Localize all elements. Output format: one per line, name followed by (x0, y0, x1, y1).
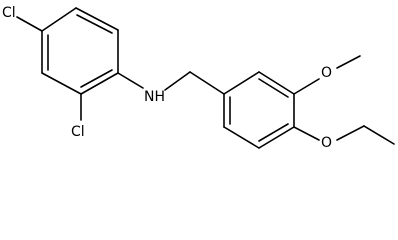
benzyl-linker (164, 71, 225, 95)
ring2-bond-1 (223, 71, 260, 95)
ring1-bond-6 (41, 7, 77, 32)
bond-c-cl-top (16, 16, 43, 32)
bond-o-ch3-methoxy (336, 55, 361, 69)
bond-ch2-ring2 (189, 71, 225, 95)
atom-label-cl-bottom: Cl (71, 124, 85, 140)
bond-nh-ch2 (164, 71, 191, 91)
ring1-bond-3 (80, 72, 119, 95)
ring2-bond-2 (258, 71, 295, 95)
ring1-bond-1 (75, 7, 119, 31)
ring2-inner-double-1 (258, 78, 289, 98)
ring1-bond-4 (41, 72, 82, 95)
ring1-substituent-bonds (16, 16, 144, 121)
alkoxy-bonds (293, 55, 395, 145)
bond-c-nh (117, 72, 144, 89)
ring2-bond-5 (223, 126, 260, 149)
bond-ring-o-methoxy (293, 78, 320, 95)
bond-ch2-ch3-ethoxy (363, 125, 395, 145)
bond-ring-o-ethoxy (293, 126, 320, 141)
ring2-bond-4 (258, 126, 295, 149)
structure-diagram: Cl Cl NH O O (2, 5, 395, 151)
atom-label-o-ethoxy: O (321, 135, 332, 151)
molecule-svg: Cl Cl NH O O (2, 5, 395, 151)
atom-label-nh: NH (144, 89, 165, 105)
ring1-inner-double-1 (76, 14, 113, 34)
dichlorophenyl-ring (41, 7, 119, 95)
atom-label-o-methoxy: O (321, 65, 332, 81)
ring1-inner-double-2 (80, 69, 113, 88)
ring2-inner-double-2 (258, 123, 289, 142)
bond-o-ch2-ethoxy (336, 125, 365, 141)
atom-label-cl-top: Cl (2, 5, 16, 21)
alkoxyphenyl-ring (223, 71, 295, 149)
